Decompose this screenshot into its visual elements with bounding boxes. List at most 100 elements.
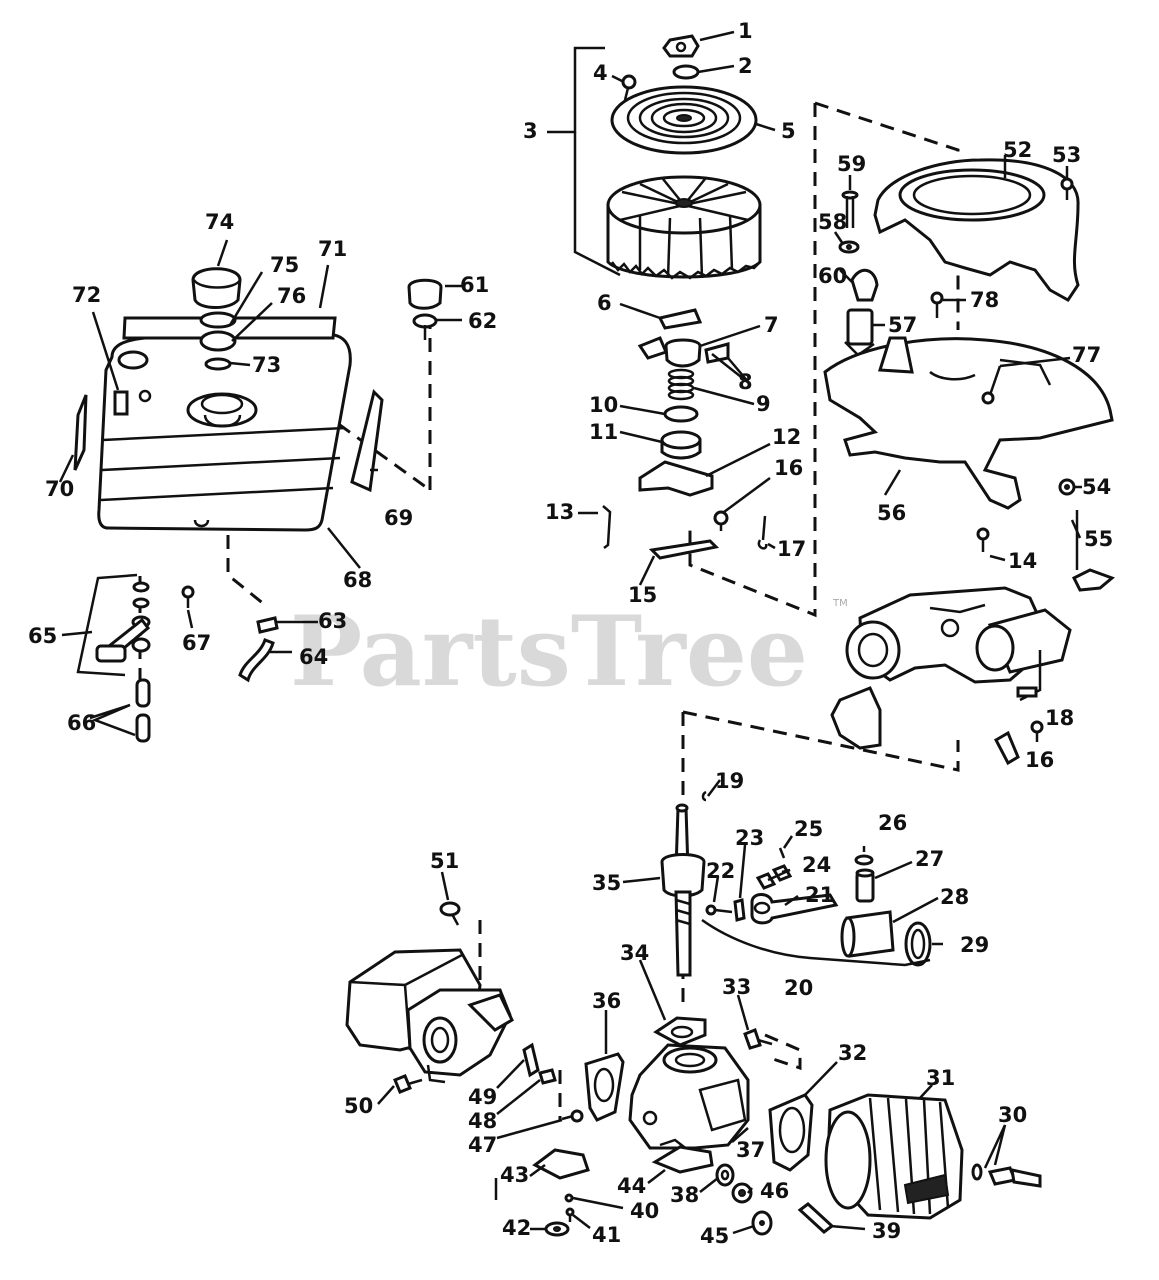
pin-25 bbox=[778, 847, 786, 859]
tank-side-pad bbox=[350, 389, 384, 493]
washer-58 bbox=[838, 240, 860, 254]
label-13: 13 bbox=[545, 500, 574, 524]
screw-22 bbox=[705, 904, 733, 916]
label-61: 61 bbox=[460, 273, 489, 297]
washer-10 bbox=[663, 405, 699, 423]
label-38: 38 bbox=[670, 1183, 699, 1207]
tank-strap bbox=[122, 316, 337, 340]
label-30: 30 bbox=[998, 1103, 1027, 1127]
label-27: 27 bbox=[915, 847, 944, 871]
screw-47 bbox=[561, 1109, 584, 1123]
label-46: 46 bbox=[760, 1179, 789, 1203]
label-40: 40 bbox=[630, 1199, 659, 1223]
ignition-module-60 bbox=[850, 269, 879, 302]
spark-plug-30 bbox=[971, 1163, 1042, 1188]
retainer-26 bbox=[854, 854, 874, 866]
spring-9 bbox=[667, 368, 695, 401]
label-17: 17 bbox=[777, 537, 806, 561]
label-49: 49 bbox=[468, 1085, 497, 1109]
flywheel bbox=[606, 175, 762, 280]
label-50: 50 bbox=[344, 1094, 373, 1118]
label-23: 23 bbox=[735, 826, 764, 850]
mount-bolt bbox=[412, 313, 438, 340]
label-3: 3 bbox=[523, 119, 538, 143]
label-70: 70 bbox=[45, 477, 74, 501]
crankshaft bbox=[660, 803, 706, 977]
label-1: 1 bbox=[738, 19, 753, 43]
label-77: 77 bbox=[1072, 343, 1101, 367]
label-24: 24 bbox=[802, 853, 831, 877]
screw-78 bbox=[930, 291, 944, 318]
label-22: 22 bbox=[706, 859, 735, 883]
gasket-34 bbox=[653, 1016, 707, 1047]
label-39: 39 bbox=[872, 1219, 901, 1243]
label-33: 33 bbox=[722, 975, 751, 999]
label-47: 47 bbox=[468, 1133, 497, 1157]
screw-16a bbox=[713, 510, 729, 531]
starter-clutch bbox=[637, 336, 730, 368]
air-filter-assembly bbox=[345, 948, 514, 1084]
label-18: 18 bbox=[1045, 706, 1074, 730]
tank-side-strip bbox=[73, 394, 88, 471]
label-42: 42 bbox=[502, 1216, 531, 1240]
label-78: 78 bbox=[970, 288, 999, 312]
label-32: 32 bbox=[838, 1041, 867, 1065]
label-51: 51 bbox=[430, 849, 459, 873]
label-43: 43 bbox=[500, 1163, 529, 1187]
bolt-67 bbox=[181, 585, 195, 608]
piston-ring-29 bbox=[904, 921, 932, 967]
washer-2 bbox=[672, 64, 700, 80]
fuel-pickup-65 bbox=[95, 581, 151, 663]
screw-14 bbox=[976, 527, 990, 552]
fuel-hose-64 bbox=[238, 638, 275, 683]
clip-18 bbox=[1016, 686, 1038, 698]
label-73: 73 bbox=[252, 353, 281, 377]
label-20: 20 bbox=[784, 976, 813, 1000]
bracket-6 bbox=[657, 308, 703, 330]
bolt-59 bbox=[841, 190, 859, 228]
label-67: 67 bbox=[182, 631, 211, 655]
label-75: 75 bbox=[270, 253, 299, 277]
label-31: 31 bbox=[926, 1066, 955, 1090]
label-58: 58 bbox=[818, 210, 847, 234]
screw-41 bbox=[565, 1207, 575, 1222]
primer-bulb bbox=[994, 730, 1020, 766]
cap-filter-76 bbox=[199, 330, 237, 352]
label-63: 63 bbox=[318, 609, 347, 633]
bracket-65 bbox=[76, 573, 138, 677]
label-52: 52 bbox=[1003, 138, 1032, 162]
label-7: 7 bbox=[764, 313, 779, 337]
coil-57 bbox=[844, 308, 875, 357]
label-10: 10 bbox=[589, 393, 618, 417]
label-2: 2 bbox=[738, 54, 753, 78]
lever-55 bbox=[1071, 510, 1115, 592]
label-8: 8 bbox=[738, 370, 753, 394]
label-65: 65 bbox=[28, 624, 57, 648]
label-11: 11 bbox=[589, 420, 618, 444]
label-34: 34 bbox=[620, 941, 649, 965]
rewind-starter-housing bbox=[610, 85, 758, 155]
screw-16b bbox=[1030, 720, 1044, 742]
bolt-50 bbox=[393, 1074, 423, 1094]
label-35: 35 bbox=[592, 871, 621, 895]
label-26: 26 bbox=[878, 811, 907, 835]
label-16a: 16 bbox=[774, 456, 803, 480]
leader-lines bbox=[58, 30, 1082, 1235]
rod-bearing bbox=[753, 901, 771, 915]
label-6: 6 bbox=[597, 291, 612, 315]
label-15: 15 bbox=[628, 583, 657, 607]
key-19 bbox=[701, 790, 707, 802]
bushing-38 bbox=[715, 1163, 735, 1187]
bolt-51 bbox=[439, 901, 461, 926]
label-55: 55 bbox=[1084, 527, 1113, 551]
cylinder bbox=[824, 1093, 964, 1220]
nut-42 bbox=[544, 1221, 570, 1237]
fuel-tank bbox=[97, 332, 352, 532]
gasket-49 bbox=[522, 1042, 540, 1078]
label-59: 59 bbox=[837, 152, 866, 176]
label-60: 60 bbox=[818, 264, 847, 288]
grommet bbox=[407, 278, 443, 310]
label-66: 66 bbox=[67, 711, 96, 735]
fuel-hose-66 bbox=[135, 678, 151, 743]
label-71: 71 bbox=[318, 237, 347, 261]
